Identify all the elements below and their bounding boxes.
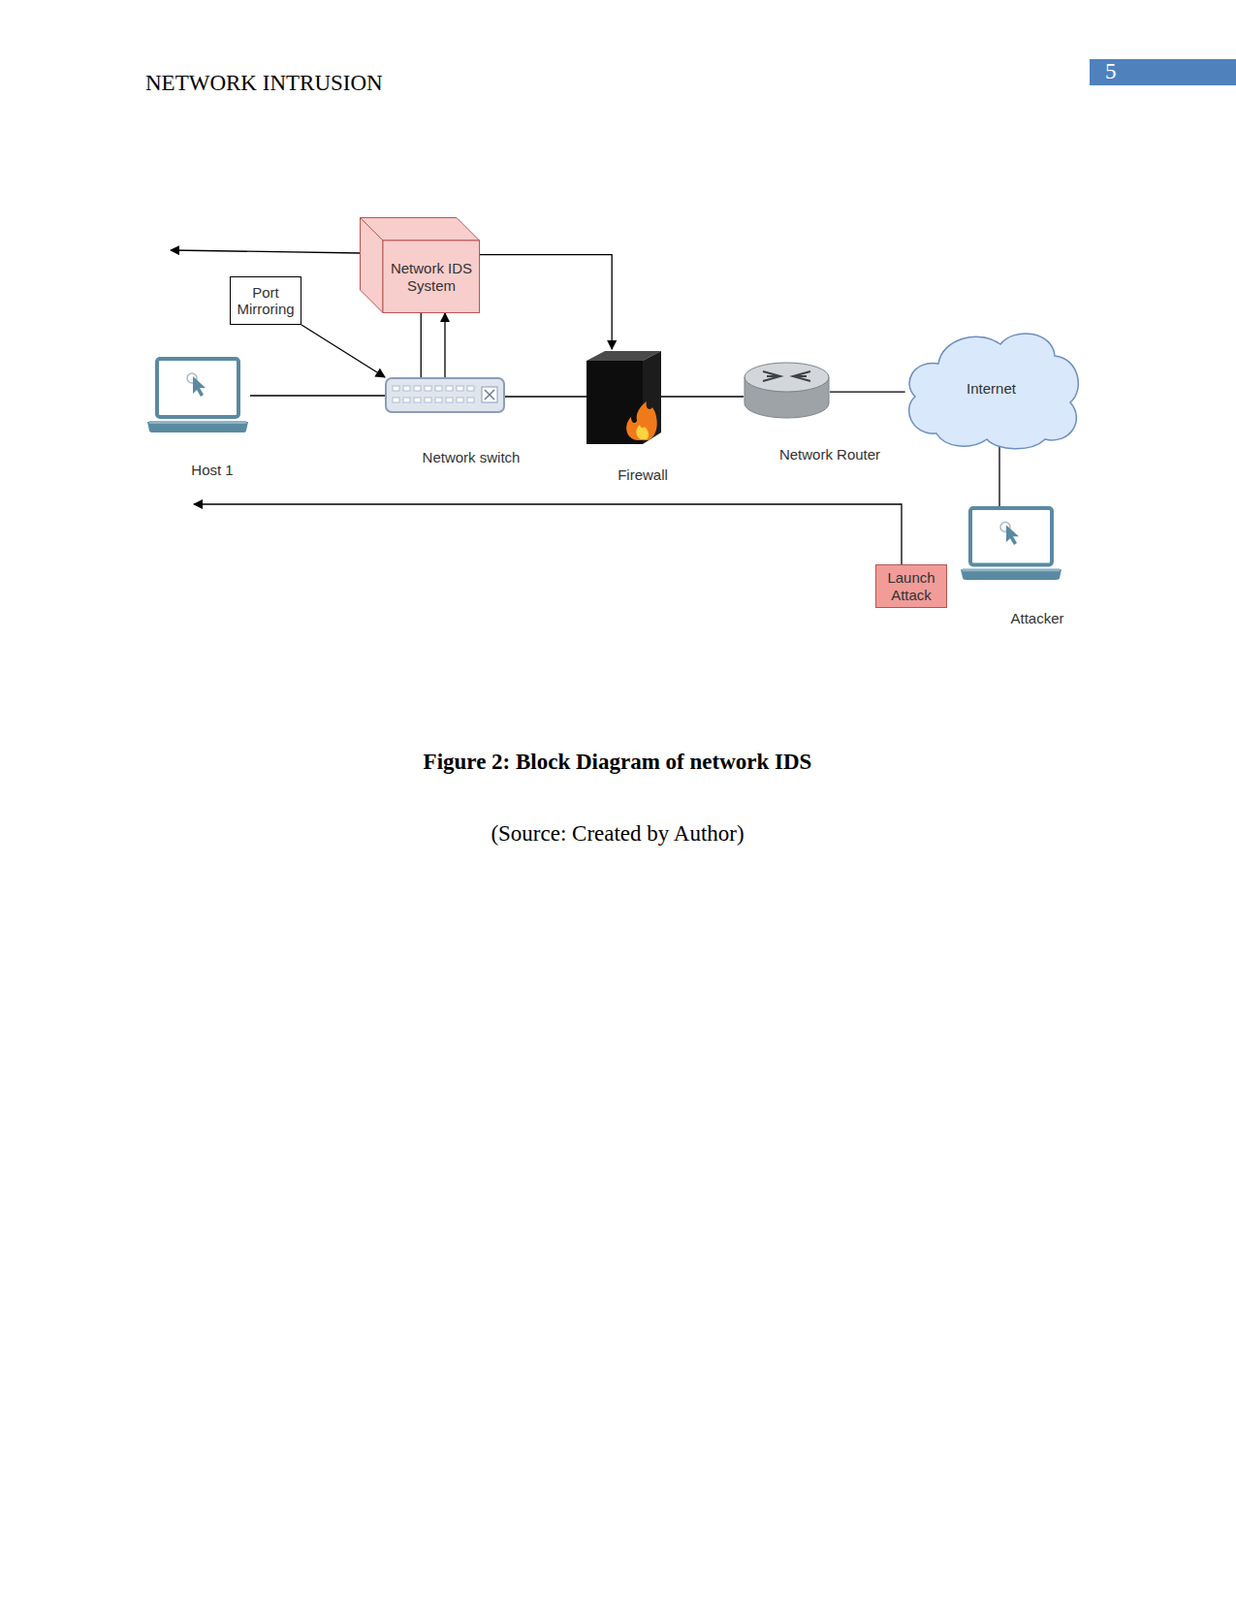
cube-top <box>360 218 480 242</box>
node-label: Host 1 <box>190 461 233 478</box>
alert-arrow <box>170 250 360 254</box>
cloud-shape <box>899 324 1083 449</box>
firewall-top <box>586 350 662 361</box>
cursor <box>1006 525 1019 545</box>
node-label: Firewall <box>617 466 668 483</box>
cursor-ring <box>1000 522 1011 533</box>
node-label: Attacker <box>1010 609 1064 627</box>
switch-port <box>413 385 421 391</box>
cube-shape <box>359 217 480 314</box>
switch-port <box>403 385 411 391</box>
box-shape <box>229 276 302 325</box>
node-label: Network Router <box>779 445 881 463</box>
connector <box>420 313 422 378</box>
box-outline <box>230 277 302 325</box>
connector <box>998 444 1000 507</box>
laptop-edge <box>962 568 1060 571</box>
switch-port <box>445 397 453 403</box>
connector <box>250 394 385 396</box>
attack-arrow <box>193 504 902 565</box>
box-outline <box>876 565 948 608</box>
laptop-screen <box>157 358 239 417</box>
router-arrows <box>762 371 811 381</box>
router-icon: Network Router <box>743 361 830 420</box>
laptop-shape <box>145 356 251 435</box>
cursor-ring <box>187 373 197 383</box>
node-text: Network IDS System <box>382 259 480 294</box>
switch-body <box>385 378 505 412</box>
figure-caption: Figure 2: Block Diagram of network IDS <box>423 748 813 776</box>
switch-badge <box>481 386 498 403</box>
page-number: 5 <box>1105 58 1117 86</box>
text-holder: Network IDS System <box>382 240 480 314</box>
switch-port <box>392 385 400 391</box>
connector <box>829 391 906 393</box>
switch-icon: Network switch <box>384 377 506 413</box>
ids-cube: Network IDS System <box>359 217 480 314</box>
laptop-base <box>960 569 1062 580</box>
switch-port <box>445 385 453 391</box>
router-shape <box>743 361 830 420</box>
connector <box>301 324 385 378</box>
firewall-front <box>586 360 643 444</box>
source-note: (Source: Created by Author) <box>490 820 744 848</box>
host-laptop: Host 1 <box>145 356 251 435</box>
router-top <box>744 362 829 392</box>
cube-front <box>382 240 480 314</box>
switch-port <box>467 397 475 403</box>
flame-core <box>635 424 649 440</box>
page-number-bar <box>1089 59 1236 86</box>
switch-port <box>456 397 464 403</box>
switch-port <box>435 385 443 391</box>
switch-port <box>424 385 432 391</box>
connector <box>443 313 445 378</box>
connector <box>505 395 587 397</box>
firewall-side <box>642 350 662 444</box>
laptop-base <box>147 421 249 433</box>
switch-shape <box>384 377 506 413</box>
text-holder: Launch Attack <box>875 564 948 608</box>
firewall-shape <box>586 348 662 444</box>
connector <box>661 395 744 397</box>
laptop-shape <box>958 506 1064 582</box>
text-holder: Internet <box>919 344 1064 434</box>
switch-port <box>456 385 464 391</box>
node-text: Port Mirroring <box>229 284 302 318</box>
text-holder: Port Mirroring <box>229 276 302 325</box>
switch-port <box>403 397 411 403</box>
attacker-laptop: Attacker <box>958 506 1064 582</box>
router-body <box>744 377 829 418</box>
running-head: NETWORK INTRUSION <box>145 69 383 97</box>
switch-port <box>392 397 400 403</box>
switch-port <box>413 397 421 403</box>
cursor <box>192 376 206 397</box>
note-box: Port Mirroring <box>229 276 302 325</box>
node-text: Internet <box>963 380 1019 397</box>
switch-port <box>467 385 475 391</box>
node-text: Launch Attack <box>875 569 948 603</box>
laptop-edge <box>149 420 247 424</box>
internet-cloud: Internet <box>899 324 1083 449</box>
attack-box: Launch Attack <box>875 564 948 608</box>
laptop-screen <box>970 507 1052 566</box>
cloud-outline <box>909 333 1079 449</box>
cube-side <box>360 218 384 314</box>
attack-shape <box>875 564 948 608</box>
firewall-icon: Firewall <box>586 348 662 444</box>
switch-port <box>424 397 432 403</box>
flame <box>626 401 658 441</box>
switch-port <box>435 397 443 403</box>
connector <box>479 254 612 349</box>
node-label: Network switch <box>422 448 521 466</box>
switch-cross <box>484 389 495 400</box>
